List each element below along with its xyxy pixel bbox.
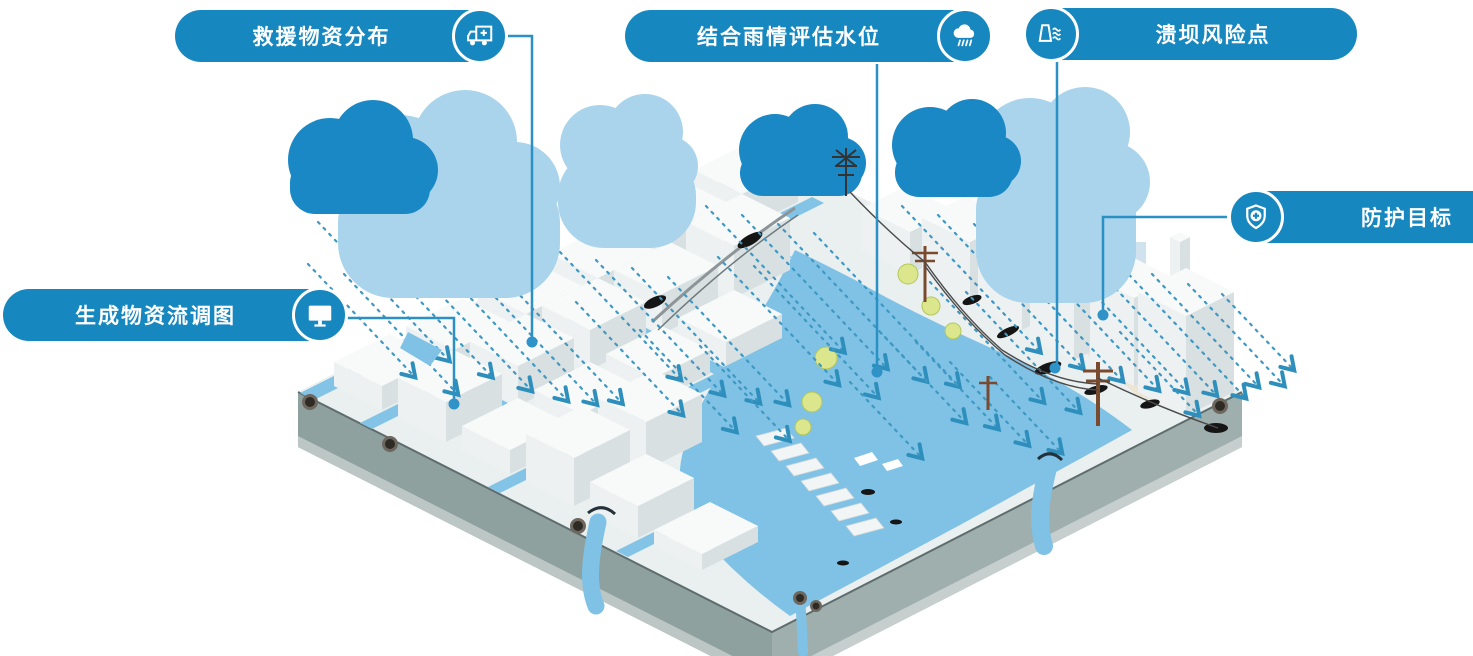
callout-label: 溃坝风险点 [1155,24,1271,47]
callout-label: 救援物资分布 [252,26,391,49]
waterfalls [400,332,1064,656]
power-lines [832,148,1219,429]
utility-poles [912,246,1113,426]
callout-rain-assessment: 结合雨情评估水位 [625,8,993,64]
dam-icon [1023,6,1079,62]
transmission-tower [832,148,860,196]
cloud-light-center [558,94,698,248]
callout-dam-risk: 溃坝风险点 [1023,6,1357,62]
callout-label: 防护目标 [1361,207,1453,230]
wall-pipes [302,394,1228,612]
callout-flow-map: 生成物资流调图 [3,287,348,343]
cloud-dark-left [288,100,438,214]
rain-cloud-icon [937,8,993,64]
callout-rescue-supplies: 救援物资分布 [175,8,508,64]
connector-dots [448,309,1109,410]
cloud-dark-right [892,99,1021,197]
callout-protection-target: 防护目标 [1228,189,1473,245]
cloud-dark-center [739,104,866,196]
callout-label: 生成物资流调图 [75,305,236,328]
floating-papers [854,452,903,471]
sagging-wires [849,191,1219,429]
shield-plus-icon [1228,189,1284,245]
connector-protection-target [1101,215,1227,315]
monitor-icon [292,287,348,343]
flood-water [679,250,1132,616]
truck-plus-icon [452,8,508,64]
callout-label: 结合雨情评估水位 [697,26,881,49]
